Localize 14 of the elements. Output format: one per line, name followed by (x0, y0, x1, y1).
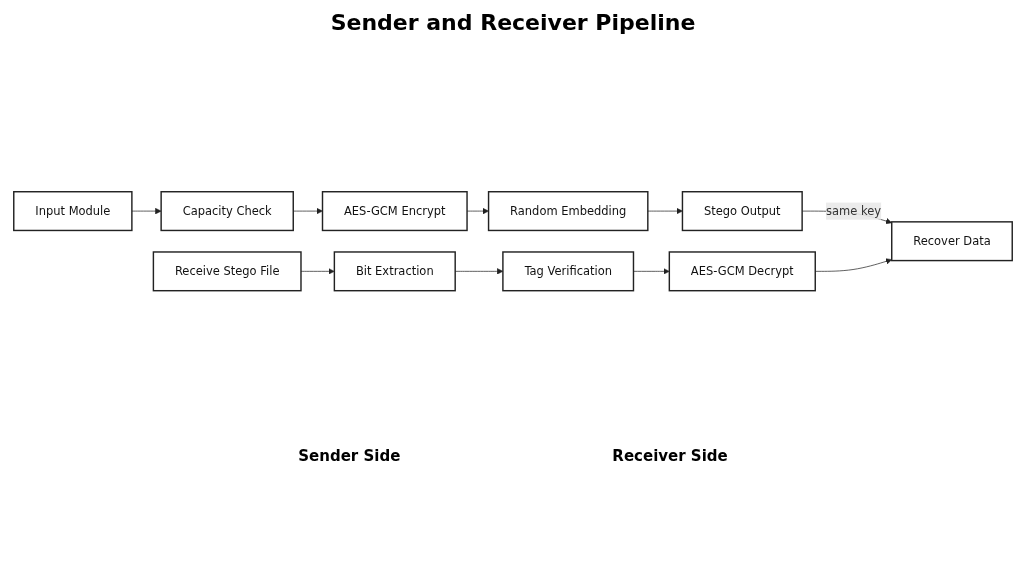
node-box: Receive Stego File (152, 251, 302, 292)
node-box: Tag Verification (502, 251, 635, 292)
node-box: Capacity Check (160, 190, 294, 231)
node-box: Recover Data (891, 220, 1013, 262)
node-box: AES-GCM Decrypt (668, 251, 816, 292)
diagram-title: Sender and Receiver Pipeline (330, 10, 696, 35)
node-box: AES-GCM Encrypt (321, 190, 468, 231)
section-label: Sender Side (298, 447, 401, 465)
edge-label: same key (826, 203, 881, 218)
node-box: Input Module (13, 190, 133, 231)
section-label: Receiver Side (612, 447, 728, 465)
node-box: Stego Output (681, 190, 803, 231)
node-box: Random Embedding (487, 190, 649, 231)
node-box: Bit Extraction (333, 251, 456, 292)
